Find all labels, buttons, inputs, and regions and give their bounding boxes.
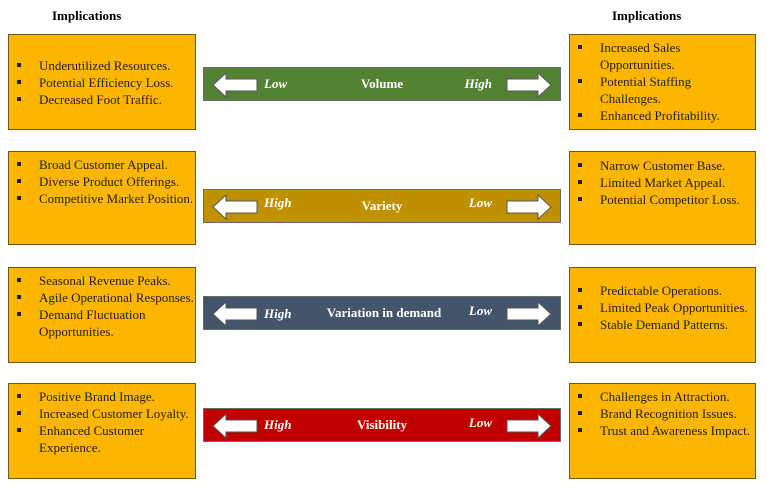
variety-label: Variety (361, 198, 403, 213)
visibility-right-end: Low (468, 415, 492, 430)
list-item: Positive Brand Image. (9, 388, 195, 405)
right-arrow-icon (506, 72, 552, 98)
volume-label: Volume (360, 76, 404, 91)
variation-right-end: Low (468, 303, 492, 318)
list-item: Limited Market Appeal. (570, 174, 755, 191)
list-item: Narrow Customer Base. (570, 157, 755, 174)
volume-left-end: Low (264, 76, 288, 91)
volume-right-end: High (464, 76, 492, 91)
variation-bar: High Variation in demand Low (203, 296, 561, 330)
variation-left-end: High (264, 306, 292, 321)
left-arrow-icon (212, 301, 258, 327)
list-item: Diverse Product Offerings. (9, 173, 195, 190)
variation-left-box: Seasonal Revenue Peaks. Agile Operationa… (8, 267, 196, 363)
variety-left-end: High (264, 195, 292, 210)
list-item: Trust and Awareness Impact. (570, 422, 755, 439)
list-item: Challenges in Attraction. (570, 388, 755, 405)
list-item: Brand Recognition Issues. (570, 405, 755, 422)
variety-left-box: Broad Customer Appeal. Diverse Product O… (8, 151, 196, 245)
left-arrow-icon (212, 194, 258, 220)
right-heading: Implications (612, 8, 682, 23)
left-heading: Implications (52, 8, 122, 23)
visibility-right-box: Challenges in Attraction. Brand Recognit… (569, 383, 756, 479)
list-item: Potential Efficiency Loss. (9, 74, 195, 91)
list-item: Seasonal Revenue Peaks. (9, 272, 195, 289)
list-item: Stable Demand Patterns. (570, 316, 755, 333)
list-item: Broad Customer Appeal. (9, 156, 195, 173)
list-item: Predictable Operations. (570, 282, 755, 299)
volume-bar: Low Volume High (203, 67, 561, 101)
list-item: Competitive Market Position. (9, 190, 195, 207)
list-item: Increased Customer Loyalty. (9, 405, 195, 422)
list-item: Potential Competitor Loss. (570, 191, 755, 208)
volume-right-box: Increased Sales Opportunities. Potential… (569, 34, 756, 130)
list-item: Limited Peak Opportunities. (570, 299, 755, 316)
right-arrow-icon (506, 413, 552, 439)
left-arrow-icon (212, 72, 258, 98)
volume-left-box: Underutilized Resources. Potential Effic… (8, 34, 196, 130)
left-arrow-icon (212, 413, 258, 439)
visibility-left-end: High (264, 417, 292, 432)
visibility-left-box: Positive Brand Image. Increased Customer… (8, 383, 196, 479)
variation-label: Variation in demand (326, 305, 442, 320)
list-item: Enhanced Profitability. (570, 107, 755, 124)
variety-bar: High Variety Low (203, 189, 561, 223)
list-item: Enhanced Customer Experience. (9, 422, 195, 456)
variety-right-box: Narrow Customer Base. Limited Market App… (569, 151, 756, 245)
list-item: Demand Fluctuation Opportunities. (9, 306, 195, 340)
variation-right-box: Predictable Operations. Limited Peak Opp… (569, 267, 756, 363)
right-arrow-icon (506, 301, 552, 327)
list-item: Potential Staffing Challenges. (570, 73, 755, 107)
visibility-label: Visibility (356, 417, 408, 432)
list-item: Increased Sales Opportunities. (570, 39, 755, 73)
list-item: Agile Operational Responses. (9, 289, 195, 306)
visibility-bar: High Visibility Low (203, 408, 561, 442)
right-arrow-icon (506, 194, 552, 220)
list-item: Underutilized Resources. (9, 57, 195, 74)
variety-right-end: Low (468, 195, 492, 210)
list-item: Decreased Foot Traffic. (9, 91, 195, 108)
